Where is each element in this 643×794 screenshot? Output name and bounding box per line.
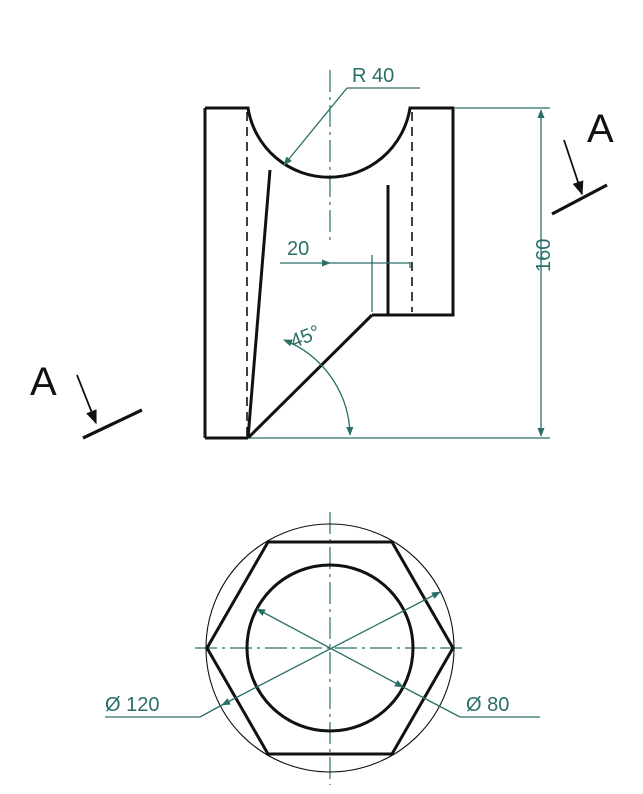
height-dimension: 160 <box>250 107 555 439</box>
section-cut-mark-right <box>551 183 608 216</box>
diameter-inner-dimension: Ø 80 <box>256 608 540 718</box>
angle-dimension: 45° <box>283 321 354 436</box>
section-arrow-right <box>563 139 584 196</box>
angle-arc <box>283 339 354 436</box>
inner-diameter-leader <box>402 686 461 718</box>
radius-label: R 40 <box>352 65 394 87</box>
offset-label: 20 <box>287 238 309 260</box>
angle-label: 45° <box>287 321 323 353</box>
section-arrow-left <box>76 374 97 425</box>
front-view <box>203 70 455 440</box>
outer-diameter-leader <box>199 704 223 718</box>
section-indicator-right: A <box>551 107 614 216</box>
section-cut-mark-left <box>82 408 143 440</box>
section-label-left: A <box>30 360 57 404</box>
radius-leader-line <box>283 87 348 166</box>
front-view-outline <box>205 106 455 317</box>
section-label-right: A <box>587 107 614 151</box>
hexagon-outline <box>205 540 455 756</box>
front-view-bore-left-edge <box>246 169 272 439</box>
height-label: 160 <box>533 239 555 272</box>
radius-dimension: R 40 <box>283 65 420 166</box>
offset-dimension: 20 <box>280 238 411 312</box>
inner-diameter-label: Ø 80 <box>466 694 509 716</box>
diameter-outer-dimension: Ø 120 <box>105 591 441 718</box>
outer-diameter-label: Ø 120 <box>105 694 159 716</box>
section-indicator-left: A <box>30 360 143 440</box>
inner-diameter-line <box>256 608 404 688</box>
